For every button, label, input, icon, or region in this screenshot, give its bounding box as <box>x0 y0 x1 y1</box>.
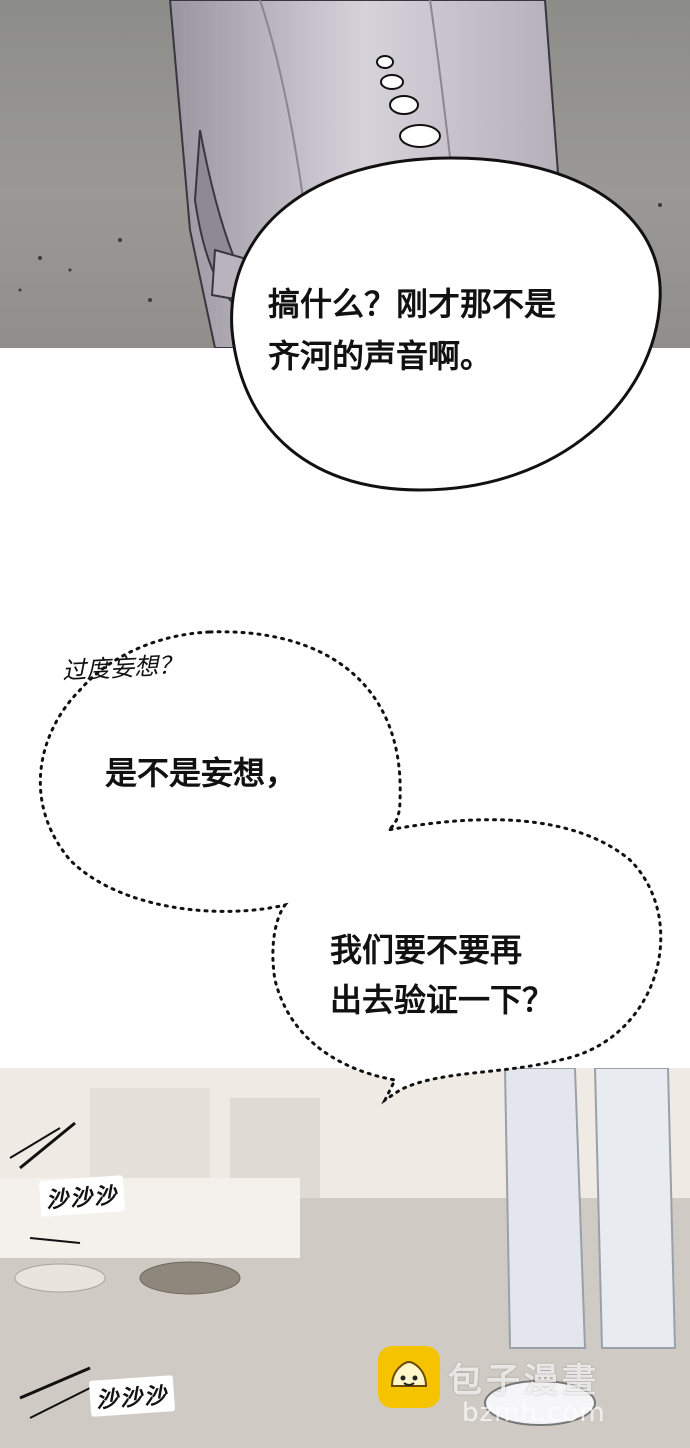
bottom-panel: 沙沙沙 沙沙沙 <box>0 1068 690 1448</box>
thought-bubble-text-1: 是不是妄想， <box>105 754 298 792</box>
bun-logo-icon <box>378 1346 440 1408</box>
watermark: 包子漫畫 <box>378 1346 600 1408</box>
watermark-brand: 包子漫畫 <box>448 1360 600 1401</box>
thought-bubble-text-2: 我们要不要再 出去验证一下？ <box>330 931 555 1019</box>
sound-effect: 沙沙沙 <box>88 1375 176 1417</box>
sound-effect: 沙沙沙 <box>38 1175 126 1217</box>
thought-label: 过度妄想？ <box>61 650 183 686</box>
watermark-url: bzmh.com <box>462 1398 606 1428</box>
thought-bubble-shape <box>38 630 663 1105</box>
speech-bubble-text: 搞什么？刚才那不是 齐河的声音啊。 <box>268 285 557 375</box>
speech-bubble-shape <box>230 55 662 492</box>
